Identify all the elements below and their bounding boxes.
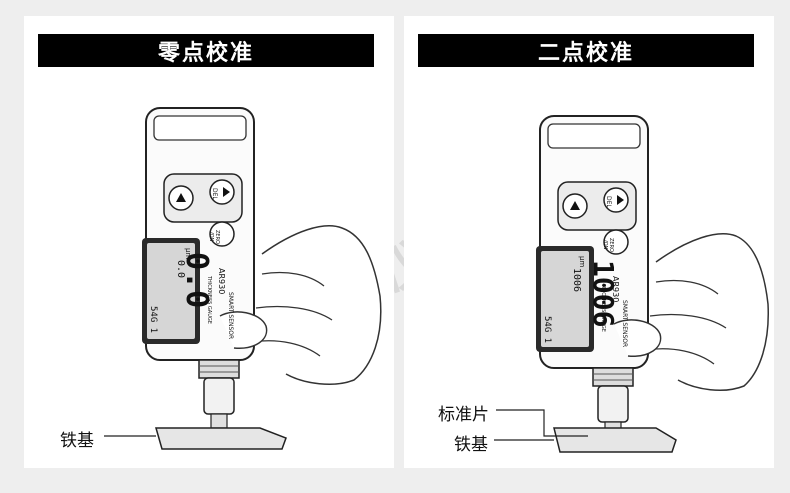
lcd-unit: μm — [578, 256, 586, 268]
probe-body — [203, 377, 235, 415]
hand-thumb — [613, 319, 662, 357]
model-label: AR930 — [611, 276, 620, 303]
probe-tip — [210, 413, 228, 429]
iron-substrate-label: 铁基 — [454, 435, 488, 455]
del-button-label: DEL — [605, 196, 612, 208]
gauge-top-cap — [547, 123, 641, 149]
lcd-side-text: 54G 1 — [148, 306, 158, 334]
on-button-label: /ON — [208, 232, 214, 242]
model-label: AR930 — [217, 268, 226, 295]
hand-outline — [655, 233, 769, 391]
lcd-screen — [147, 243, 195, 339]
zero-button-label: ZERO — [608, 238, 614, 252]
standard-sheet-label: 标准片 — [438, 405, 489, 425]
zero-on-button — [603, 229, 629, 255]
brand-label: SMART SENSOR — [621, 300, 628, 348]
gauge-subtitle-label: THICKNESS GAUGE — [600, 284, 606, 332]
hand-fingers — [645, 279, 727, 365]
probe-collar — [592, 367, 634, 387]
right-arrow-icon — [223, 187, 230, 197]
lcd-unit: μm — [184, 248, 192, 260]
gauge-illustration — [104, 107, 382, 450]
zero-calibration-panel: 零点校准 0.0 0.0 μm 54G 1 ZERO /ON DEL AR930 — [24, 16, 394, 468]
up-arrow-icon — [570, 201, 580, 210]
on-button-label: /ON — [602, 240, 608, 250]
del-button — [209, 179, 235, 205]
iron-substrate-label: 铁基 — [60, 431, 94, 451]
probe-body — [597, 385, 629, 423]
lcd-side-text: 54G 1 — [542, 316, 552, 344]
del-button — [603, 187, 629, 213]
zero-on-button — [209, 221, 235, 247]
panel-title: 二点校准 — [418, 34, 754, 67]
gauge-top-cap — [153, 115, 247, 141]
iron-substrate-plate — [155, 427, 287, 450]
gauge-illustration — [494, 115, 769, 453]
lcd-sub-reading: 0.0 — [175, 260, 186, 279]
iron-substrate-plate — [553, 427, 677, 453]
gauge-subtitle-label: THICKNESS GAUGE — [206, 276, 212, 324]
zero-button-label: ZERO — [214, 230, 220, 244]
panel-title: 零点校准 — [38, 34, 374, 67]
probe-collar — [198, 359, 240, 379]
hand-fingers — [251, 271, 333, 357]
right-arrow-icon — [617, 195, 624, 205]
lcd-screen — [541, 251, 589, 347]
del-button-label: DEL — [211, 188, 218, 200]
hand-thumb — [219, 311, 268, 349]
lcd-sub-reading: 1006 — [571, 268, 582, 293]
hand-outline — [261, 225, 382, 385]
two-point-calibration-panel: 二点校准 1006 1006 μm 54G 1 ZERO /ON DEL AR9… — [404, 16, 774, 468]
standard-sheet-leader-line — [496, 409, 588, 437]
up-arrow-icon — [176, 193, 186, 202]
brand-label: SMART SENSOR — [227, 292, 234, 340]
